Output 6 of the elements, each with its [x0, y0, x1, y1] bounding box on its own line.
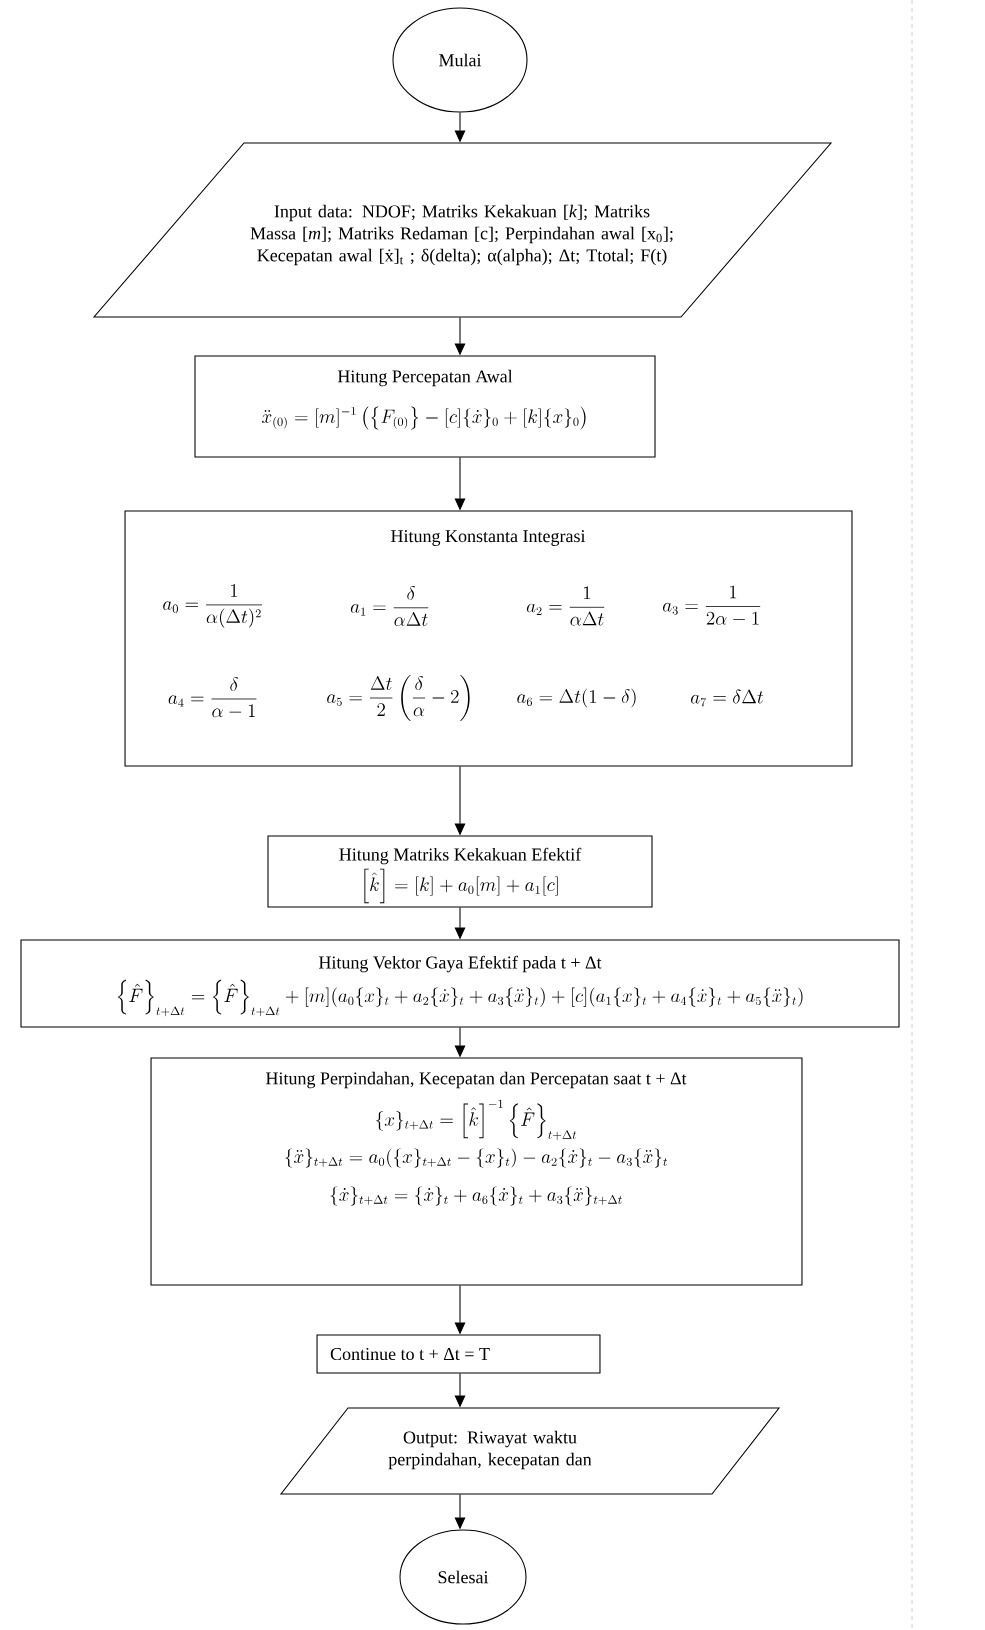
- process-box: Continue to t + Δt = T: [316, 1334, 601, 1374]
- process-box: Hitung Perpindahan, Kecepatan dan Percepatan saat t + Δt $\{x\}_{t+\Delta t} = \left[\hat{k}\right]^{-1}\left\{\hat{F}\right\}_{t+\Delta t}$ $\{\ddot{x}\}_{t+\Delta t} = a_0(\{x\}_{t+\Delta t} - \{x\}_t) - a_2\{\dot{x}\}_t - a_3\{\ddot{x}\}_t$ $\{\dot{x}\}_{t+\Delta t} = \{\dot{x}\}_t + a_6\{\dot{x}\}_t + a_3\{\ddot{x}\}_{t+\Delta t}$: [150, 1057, 803, 1286]
- process-box: Hitung Konstanta Integrasi $a_0 = \frac{1}{\alpha(\Delta t)^2}$ $a_1 = \frac{\delta}{\alpha\Delta t}$ $a_2 = \frac{1}{\alpha\Delta t}$ $a_3 = \frac{1}{2\alpha - 1}$ $a_4 = \frac{\delta}{\alpha - 1}$ $a_5 = \frac{\Delta t}{2}\left(\frac{\delta}{\alpha} - 2\right)$ $a_6 = \Delta t(1 - \delta)$ $a_7 = \delta\Delta t$: [124, 510, 853, 767]
- process-box: Hitung Matriks Kekakuan Efektif $\left[\hat{k}\right] = [k] + a_0[m] + a_1[c]$: [267, 835, 653, 908]
- process-box: Hitung Vektor Gaya Efektif pada t + Δt $\left\{\hat{F}\right\}_{t+\Delta t} = \left\{\hat{F}\right\}_{t+\Delta t} + [m](a_0\{x\}_t + a_2\{\dot{x}\}_t + a_3\{\ddot{x}\}_t) + [c](a_1\{x\}_t + a_4\{\dot{x}\}_t + a_5\{\ddot{x}\}_t)$: [20, 939, 900, 1028]
- process-box: Hitung Percepatan Awal $\ddot{x}_{(0)} = [m]^{-1}\left(\left\{F_{(0)}\right\} - [c]\{\dot{x}\}_0 + [k]\{x\}_0\right)$: [194, 355, 656, 458]
